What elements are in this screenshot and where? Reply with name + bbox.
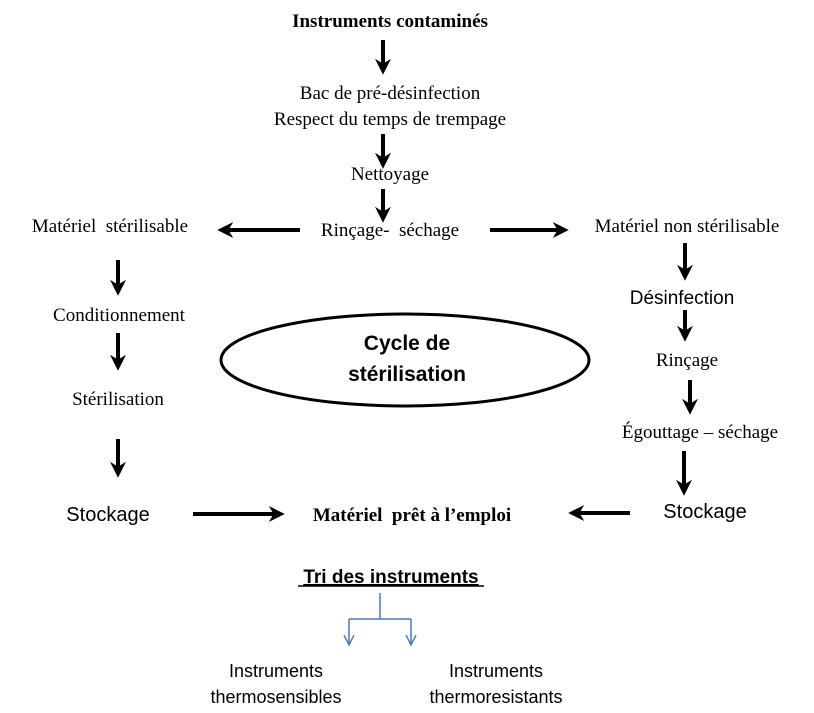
nettoyage-label: Nettoyage [351, 164, 429, 185]
desinfection-label: Désinfection [630, 288, 735, 309]
cycle-ellipse [219, 312, 591, 408]
thermosensibles-line1: Instruments [229, 661, 323, 681]
predesinfection-label: Bac de pré-désinfection [300, 83, 481, 104]
stockage-left-label: Stockage [66, 504, 149, 526]
stockage-right-label: Stockage [663, 501, 746, 523]
cycle-label-line2: stérilisation [348, 363, 466, 386]
tri-connector [349, 593, 411, 620]
end-label: Matériel prêt à l’emploi [313, 505, 511, 526]
materiel-non-sterilisable-label: Matériel non stérilisable [595, 216, 780, 237]
thermoresistants-line2: thermoresistants [429, 687, 562, 707]
materiel-sterilisable-label: Matériel stérilisable [32, 216, 188, 237]
thermoresistants-line1: Instruments [449, 661, 543, 681]
trempage-label: Respect du temps de trempage [274, 109, 506, 130]
cycle-label-line1: Cycle de [364, 332, 450, 355]
start-label: Instruments contaminés [292, 11, 488, 32]
rincage-right-label: Rinçage [656, 350, 718, 371]
thermosensibles-line2: thermosensibles [210, 687, 341, 707]
rincage-sechage-label: Rinçage- séchage [321, 220, 459, 241]
conditionnement-label: Conditionnement [53, 305, 186, 326]
egouttage-label: Égouttage – séchage [622, 421, 778, 443]
sterilisation-label: Stérilisation [72, 389, 164, 410]
tri-title: Tri des instruments [303, 567, 478, 588]
